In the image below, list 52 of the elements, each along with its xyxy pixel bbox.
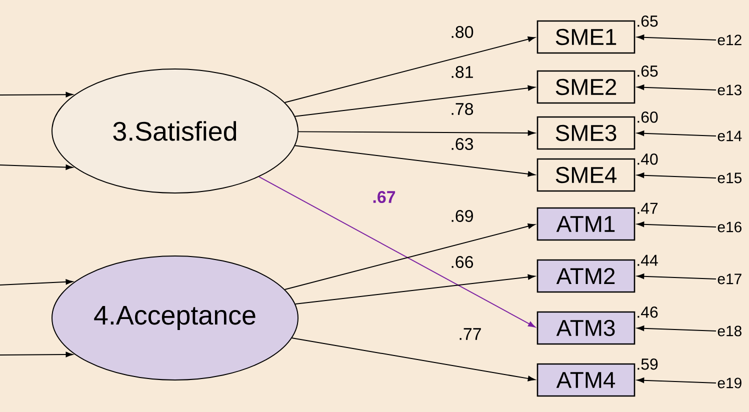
r-squared-value: .47 bbox=[638, 202, 658, 214]
error-label: e14 bbox=[718, 130, 742, 142]
arrow bbox=[636, 222, 716, 228]
arrow bbox=[284, 224, 536, 290]
arrow bbox=[291, 338, 536, 382]
r-squared-value: .65 bbox=[638, 66, 658, 77]
arrow bbox=[636, 84, 716, 90]
indicator-box: SME1 bbox=[536, 20, 636, 54]
edge-label: .66 bbox=[450, 256, 474, 268]
edge-label: .63 bbox=[450, 138, 474, 150]
r-squared-value: .44 bbox=[638, 254, 658, 266]
error-label: e17 bbox=[718, 274, 742, 284]
indicator-box: ATM3 bbox=[536, 311, 636, 345]
indicator-box: ATM4 bbox=[536, 363, 636, 397]
r-squared-value: .40 bbox=[638, 154, 658, 165]
r-squared-value: .65 bbox=[638, 16, 658, 27]
arrow bbox=[636, 34, 716, 40]
arrow bbox=[636, 130, 716, 136]
arrow bbox=[294, 85, 536, 117]
arrow bbox=[636, 378, 716, 384]
arrow bbox=[636, 172, 716, 178]
error-label: e18 bbox=[718, 326, 742, 336]
r-squared-value: .59 bbox=[638, 358, 658, 370]
arrow bbox=[294, 274, 536, 305]
edge-label: .69 bbox=[450, 210, 474, 222]
r-squared-value: .60 bbox=[638, 112, 658, 123]
error-label: e12 bbox=[718, 34, 742, 46]
edge-label: .80 bbox=[450, 26, 474, 38]
indicator-box: SME2 bbox=[536, 70, 636, 104]
edge-label: .77 bbox=[458, 328, 482, 340]
error-label: e16 bbox=[718, 222, 742, 232]
indicator-box: SME3 bbox=[536, 116, 636, 150]
arrow bbox=[0, 92, 73, 98]
edge-label: .67 bbox=[372, 190, 396, 204]
arrow bbox=[0, 279, 73, 286]
edge-label: .78 bbox=[450, 102, 474, 116]
error-label: e15 bbox=[718, 172, 742, 184]
arrow bbox=[636, 274, 716, 280]
r-squared-value: .46 bbox=[638, 306, 658, 318]
arrow bbox=[636, 326, 716, 332]
indicator-box: ATM1 bbox=[536, 207, 636, 241]
indicator-box: ATM2 bbox=[536, 259, 636, 293]
arrow bbox=[298, 130, 536, 136]
error-label: e19 bbox=[718, 378, 742, 388]
arrow bbox=[0, 164, 73, 170]
arrow bbox=[294, 145, 536, 177]
arrow bbox=[0, 352, 73, 358]
arrow bbox=[258, 176, 536, 328]
arrow bbox=[284, 36, 536, 103]
edge-label: .81 bbox=[450, 66, 474, 78]
error-label: e13 bbox=[718, 84, 742, 96]
indicator-box: SME4 bbox=[536, 158, 636, 192]
